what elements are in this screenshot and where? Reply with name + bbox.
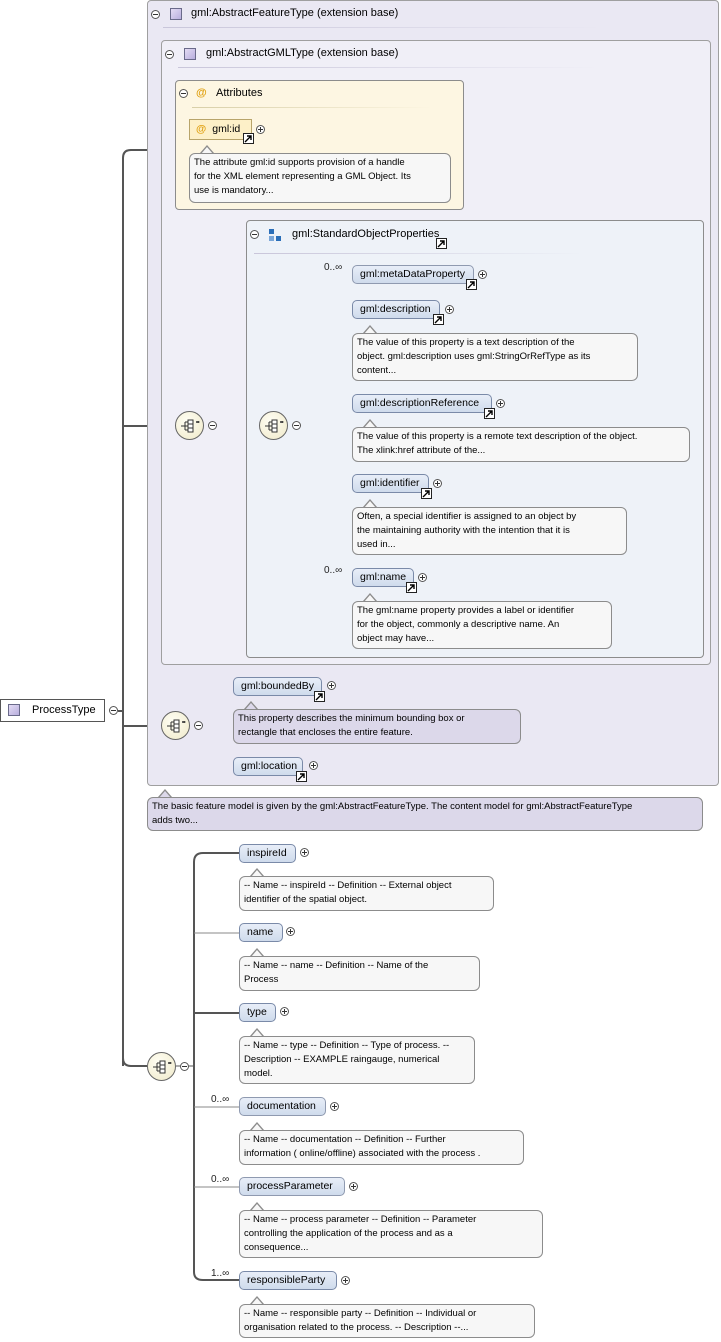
gml-boundedby-doc: This property describes the minimum boun… xyxy=(233,709,521,744)
element-inspireid[interactable]: inspireId xyxy=(239,844,296,863)
complex-type-icon xyxy=(184,48,196,60)
documentation-doc: -- Name -- documentation -- Definition -… xyxy=(239,1130,524,1165)
responsibleparty-doc: -- Name -- responsible party -- Definiti… xyxy=(239,1304,535,1338)
sequence-compositor-icon xyxy=(161,711,190,740)
collapse-abstract-feature-type[interactable] xyxy=(151,10,160,19)
attribute-gml-id-label: gml:id xyxy=(212,123,241,135)
expand-gml-identifier[interactable] xyxy=(433,479,442,488)
expand-type[interactable] xyxy=(280,1007,289,1016)
abstract-feature-type-doc: The basic feature model is given by the … xyxy=(147,797,703,831)
gml-name-doc: The gml:name property provides a label o… xyxy=(352,601,612,649)
process-type-box[interactable]: ProcessType xyxy=(0,699,105,722)
standard-object-properties-title: gml:StandardObjectProperties xyxy=(292,228,440,240)
element-type[interactable]: type xyxy=(239,1003,276,1022)
connector-line xyxy=(122,149,175,1066)
expand-gml-location[interactable] xyxy=(309,761,318,770)
element-responsibleparty[interactable]: responsibleParty xyxy=(239,1271,337,1290)
element-gml-boundedby[interactable]: gml:boundedBy xyxy=(233,677,322,696)
cardinality: 0..∞ xyxy=(211,1174,230,1185)
connector-line xyxy=(193,852,239,863)
collapse-sequence[interactable] xyxy=(292,421,301,430)
reference-arrow-icon xyxy=(243,133,254,144)
expand-gml-descriptionreference[interactable] xyxy=(496,399,505,408)
element-gml-description[interactable]: gml:description xyxy=(352,300,440,319)
sequence-compositor-icon xyxy=(175,411,204,440)
cardinality: 0..∞ xyxy=(211,1094,230,1105)
element-gml-descriptionreference[interactable]: gml:descriptionReference xyxy=(352,394,492,413)
connector-line xyxy=(122,1057,147,1067)
collapse-process-type[interactable] xyxy=(109,706,118,715)
processparameter-doc: -- Name -- process parameter -- Definiti… xyxy=(239,1210,543,1258)
reference-arrow-icon xyxy=(314,691,325,702)
type-doc: -- Name -- type -- Definition -- Type of… xyxy=(239,1036,475,1084)
reference-arrow-icon xyxy=(484,408,495,419)
reference-arrow-icon xyxy=(466,279,477,290)
element-gml-name[interactable]: gml:name xyxy=(352,568,414,587)
expand-name[interactable] xyxy=(286,927,295,936)
connector-line xyxy=(193,862,239,1281)
expand-gml-name[interactable] xyxy=(418,573,427,582)
cardinality: 1..∞ xyxy=(211,1268,230,1279)
gml-description-doc: The value of this property is a text des… xyxy=(352,333,638,381)
reference-arrow-icon xyxy=(433,314,444,325)
expand-gml-boundedby[interactable] xyxy=(327,681,336,690)
gml-id-doc: The attribute gml:id supports provision … xyxy=(189,153,451,203)
collapse-sequence[interactable] xyxy=(208,421,217,430)
reference-arrow-icon xyxy=(421,488,432,499)
element-gml-location[interactable]: gml:location xyxy=(233,757,303,776)
expand-processparameter[interactable] xyxy=(349,1182,358,1191)
group-icon xyxy=(269,229,282,242)
collapse-attributes[interactable] xyxy=(179,89,188,98)
gml-descriptionreference-doc: The value of this property is a remote t… xyxy=(352,427,690,462)
complex-type-icon xyxy=(170,8,182,20)
divider xyxy=(178,67,598,68)
name-doc: -- Name -- name -- Definition -- Name of… xyxy=(239,956,480,991)
at-icon: @ xyxy=(196,123,207,135)
element-gml-identifier[interactable]: gml:identifier xyxy=(352,474,429,493)
at-icon: @ xyxy=(196,87,207,99)
expand-responsibleparty[interactable] xyxy=(341,1276,350,1285)
divider xyxy=(254,253,584,254)
expand-inspireid[interactable] xyxy=(300,848,309,857)
reference-arrow-icon xyxy=(436,238,447,249)
sequence-compositor-icon xyxy=(259,411,288,440)
gml-identifier-doc: Often, a special identifier is assigned … xyxy=(352,507,627,555)
cardinality: 0..∞ xyxy=(324,262,343,273)
collapse-sequence[interactable] xyxy=(180,1062,189,1071)
sequence-compositor-icon xyxy=(147,1052,176,1081)
process-type-label: ProcessType xyxy=(32,704,96,716)
attribute-gml-id[interactable]: @ gml:id xyxy=(189,119,252,140)
element-gml-metadataproperty[interactable]: gml:metaDataProperty xyxy=(352,265,474,284)
cardinality: 0..∞ xyxy=(324,565,343,576)
inspireid-doc: -- Name -- inspireId -- Definition -- Ex… xyxy=(239,876,494,911)
collapse-abstract-gml-type[interactable] xyxy=(165,50,174,59)
reference-arrow-icon xyxy=(406,582,417,593)
divider xyxy=(192,107,432,108)
element-processparameter[interactable]: processParameter xyxy=(239,1177,345,1196)
collapse-sequence[interactable] xyxy=(194,721,203,730)
expand-gml-metadataproperty[interactable] xyxy=(478,270,487,279)
divider xyxy=(163,27,603,28)
expand-documentation[interactable] xyxy=(330,1102,339,1111)
element-documentation[interactable]: documentation xyxy=(239,1097,326,1116)
abstract-gml-type-title: gml:AbstractGMLType (extension base) xyxy=(206,47,399,59)
complex-type-icon xyxy=(8,704,20,716)
expand-gml-description[interactable] xyxy=(445,305,454,314)
attributes-title: Attributes xyxy=(216,87,263,99)
reference-arrow-icon xyxy=(296,771,307,782)
element-name[interactable]: name xyxy=(239,923,283,942)
expand-gml-id[interactable] xyxy=(256,125,265,134)
abstract-feature-type-title: gml:AbstractFeatureType (extension base) xyxy=(191,7,399,19)
collapse-standard-object-properties[interactable] xyxy=(250,230,259,239)
